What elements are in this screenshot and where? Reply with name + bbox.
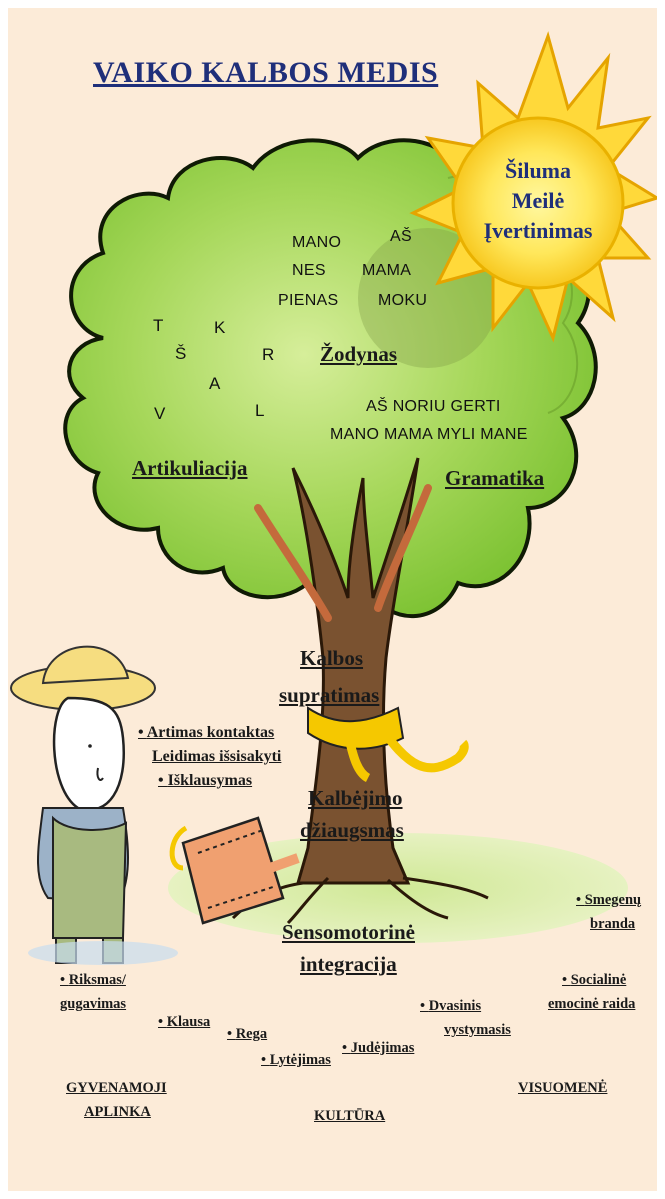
label-smegenu-text: Smegenų [584, 892, 642, 908]
sentence-1: AŠ NORIU GERTI [366, 398, 501, 415]
label-artikuliacija: Artikuliacija [132, 456, 248, 480]
tree-trunk [231, 457, 489, 925]
label-lytejimas: • Lytėjimas [261, 1052, 331, 1068]
label-riksmas: • Riksmas/ [60, 972, 126, 988]
word-pienas: PIENAS [278, 292, 339, 309]
label-kultura: KULTŪRA [314, 1108, 386, 1124]
label-rega-text: Rega [235, 1026, 268, 1042]
label-smegenu: • Smegenų [576, 892, 642, 908]
label-socialine: • Socialinė [562, 972, 627, 988]
label-visuomene: VISUOMENĖ [518, 1080, 608, 1096]
label-lytejimas-text: Lytėjimas [269, 1052, 331, 1068]
letter-a: A [209, 374, 221, 393]
illustration [10, 31, 657, 965]
letter-s: Š [175, 344, 187, 363]
label-kalbejimo: Kalbėjimo [308, 786, 403, 810]
label-judejimas: • Judėjimas [342, 1040, 415, 1056]
bullet-isklausymas: • Išklausymas [158, 772, 253, 789]
label-gugavimas: gugavimas [60, 996, 127, 1012]
word-as: AŠ [390, 228, 412, 245]
label-zodynas: Žodynas [320, 342, 398, 366]
label-emocine-raida: emocinė raida [548, 996, 636, 1012]
bullet-leidimas-text: Leidimas išsisakyti [152, 748, 282, 765]
word-nes: NES [292, 262, 326, 279]
letter-l: L [255, 401, 265, 420]
label-supratimas: supratimas [279, 683, 380, 707]
sun-text-2: Meilė [511, 188, 565, 213]
poster: VAIKO KALBOS MEDIS Šiluma Meilė Įvertini… [8, 8, 657, 1191]
letter-t: T [153, 316, 164, 335]
label-dziaugsmas: džiaugsmas [300, 818, 404, 842]
gardener-figure [10, 645, 178, 965]
label-riksmas-text: Riksmas/ [68, 972, 126, 988]
label-klausa: • Klausa [158, 1014, 211, 1030]
word-moku: MOKU [378, 292, 428, 309]
sun-icon [409, 31, 657, 343]
label-aplinka: APLINKA [84, 1104, 151, 1120]
bullet-artimas: • Artimas kontaktas [138, 724, 275, 741]
sun-text-1: Šiluma [504, 158, 572, 183]
label-rega: • Rega [227, 1026, 268, 1042]
letter-k: K [214, 318, 226, 337]
bullet-artimas-text: Artimas kontaktas [146, 724, 275, 741]
label-vystymasis: vystymasis [444, 1022, 511, 1038]
word-mama: MAMA [362, 262, 412, 279]
label-socialine-text: Socialinė [570, 972, 627, 988]
label-kalbos: Kalbos [300, 646, 364, 670]
sentence-2: MANO MAMA MYLI MANE [330, 426, 528, 443]
label-branda: branda [590, 916, 636, 932]
label-gyvenamoji: GYVENAMOJI [66, 1080, 167, 1096]
yellow-ribbon [307, 706, 469, 783]
bullet-isklausymas-text: Išklausymas [167, 772, 253, 789]
bullet-leidimas: Leidimas išsisakyti [152, 748, 281, 766]
label-gramatika: Gramatika [445, 466, 545, 490]
letter-v: V [154, 404, 166, 423]
letter-r: R [262, 345, 275, 364]
sun-text-3: Įvertinimas [483, 218, 593, 243]
label-dvasinis: • Dvasinis [420, 998, 482, 1014]
watering-can-icon [169, 816, 300, 925]
word-mano: MANO [292, 234, 342, 251]
label-dvasinis-text: Dvasinis [428, 998, 482, 1014]
page-title: VAIKO KALBOS MEDIS [93, 56, 439, 89]
label-klausa-text: Klausa [166, 1014, 211, 1030]
label-integracija: integracija [300, 952, 397, 976]
label-judejimas-text: Judėjimas [350, 1040, 415, 1056]
label-sensomotorine: Sensomotorinė [282, 920, 415, 944]
